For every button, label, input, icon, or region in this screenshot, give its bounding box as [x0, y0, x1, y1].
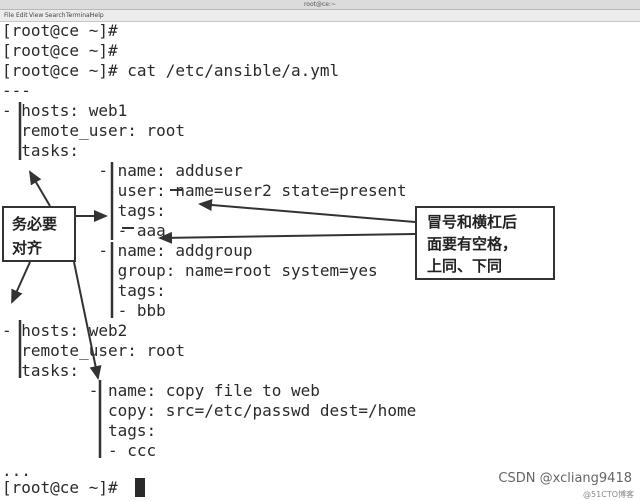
window-titlebar: root@ce:~ [0, 0, 640, 10]
terminal-line: --- [2, 81, 31, 100]
blog-watermark: @51CTO博客 [583, 490, 634, 499]
arrow-right-top [198, 199, 416, 223]
menu-terminal[interactable]: Terminal [66, 12, 92, 19]
terminal-line: - name: addgroup [2, 241, 253, 260]
spacing-note-line-3: 上同、下同 [427, 257, 503, 275]
spacing-note-line-2: 面要有空格， [427, 235, 518, 253]
arrow-right-bottom [158, 231, 416, 244]
arrow-left-top [28, 170, 51, 207]
terminal-line: tags: [2, 201, 166, 220]
terminal-line: ... [2, 461, 31, 480]
spacing-note-callout: 冒号和横杠后 面要有空格， 上同、下同 [415, 206, 555, 280]
terminal-line: tasks: [2, 361, 80, 380]
menu-view[interactable]: View [29, 12, 44, 19]
terminal-line: tags: [2, 281, 166, 300]
menu-search[interactable]: Search [45, 12, 66, 19]
terminal-line: tasks: [2, 141, 80, 160]
terminal-cursor [135, 478, 145, 497]
terminal-line: group: name=root system=yes [2, 261, 378, 280]
terminal-line: [root@ce ~]# cat /etc/ansible/a.yml [2, 61, 340, 80]
csdn-watermark: CSDN @xcliang9418 [498, 471, 632, 486]
terminal-area[interactable]: [root@ce ~]# [root@ce ~]# [root@ce ~]# c… [0, 21, 640, 501]
menu-help[interactable]: Help [90, 12, 104, 19]
arrow-left-bottom [11, 261, 31, 304]
terminal-line: - bbb [2, 301, 166, 320]
terminal-line: - name: copy file to web [2, 381, 320, 400]
terminal-line: - hosts: web1 [2, 101, 128, 120]
terminal-line: - name: adduser [2, 161, 243, 180]
align-note-line-2: 对齐 [12, 239, 43, 257]
terminal-line: user: name=user2 state=present [2, 181, 407, 200]
spacing-note-line-1: 冒号和横杠后 [427, 213, 518, 231]
terminal-line: [root@ce ~]# [2, 41, 118, 60]
menu-edit[interactable]: Edit [16, 12, 28, 19]
menu-bar: File Edit View Search Terminal Help [0, 10, 640, 22]
menu-file[interactable]: File [4, 12, 15, 19]
terminal-line: - ccc [2, 441, 157, 460]
terminal-line: - hosts: web2 [2, 321, 128, 340]
terminal-line: tags: [2, 421, 157, 440]
terminal-prompt-line: [root@ce ~]# [2, 478, 128, 497]
terminal-line: remote_user: root [2, 121, 186, 140]
align-note-line-1: 务必要 [12, 215, 58, 233]
terminal-line: [root@ce ~]# [2, 21, 118, 40]
align-note-callout: 务必要 对齐 [2, 206, 76, 262]
terminal-line: remote_user: root [2, 341, 186, 360]
arrow-left-long [73, 261, 102, 380]
terminal-line: copy: src=/etc/passwd dest=/home [2, 401, 417, 420]
window-title: root@ce:~ [303, 1, 337, 8]
